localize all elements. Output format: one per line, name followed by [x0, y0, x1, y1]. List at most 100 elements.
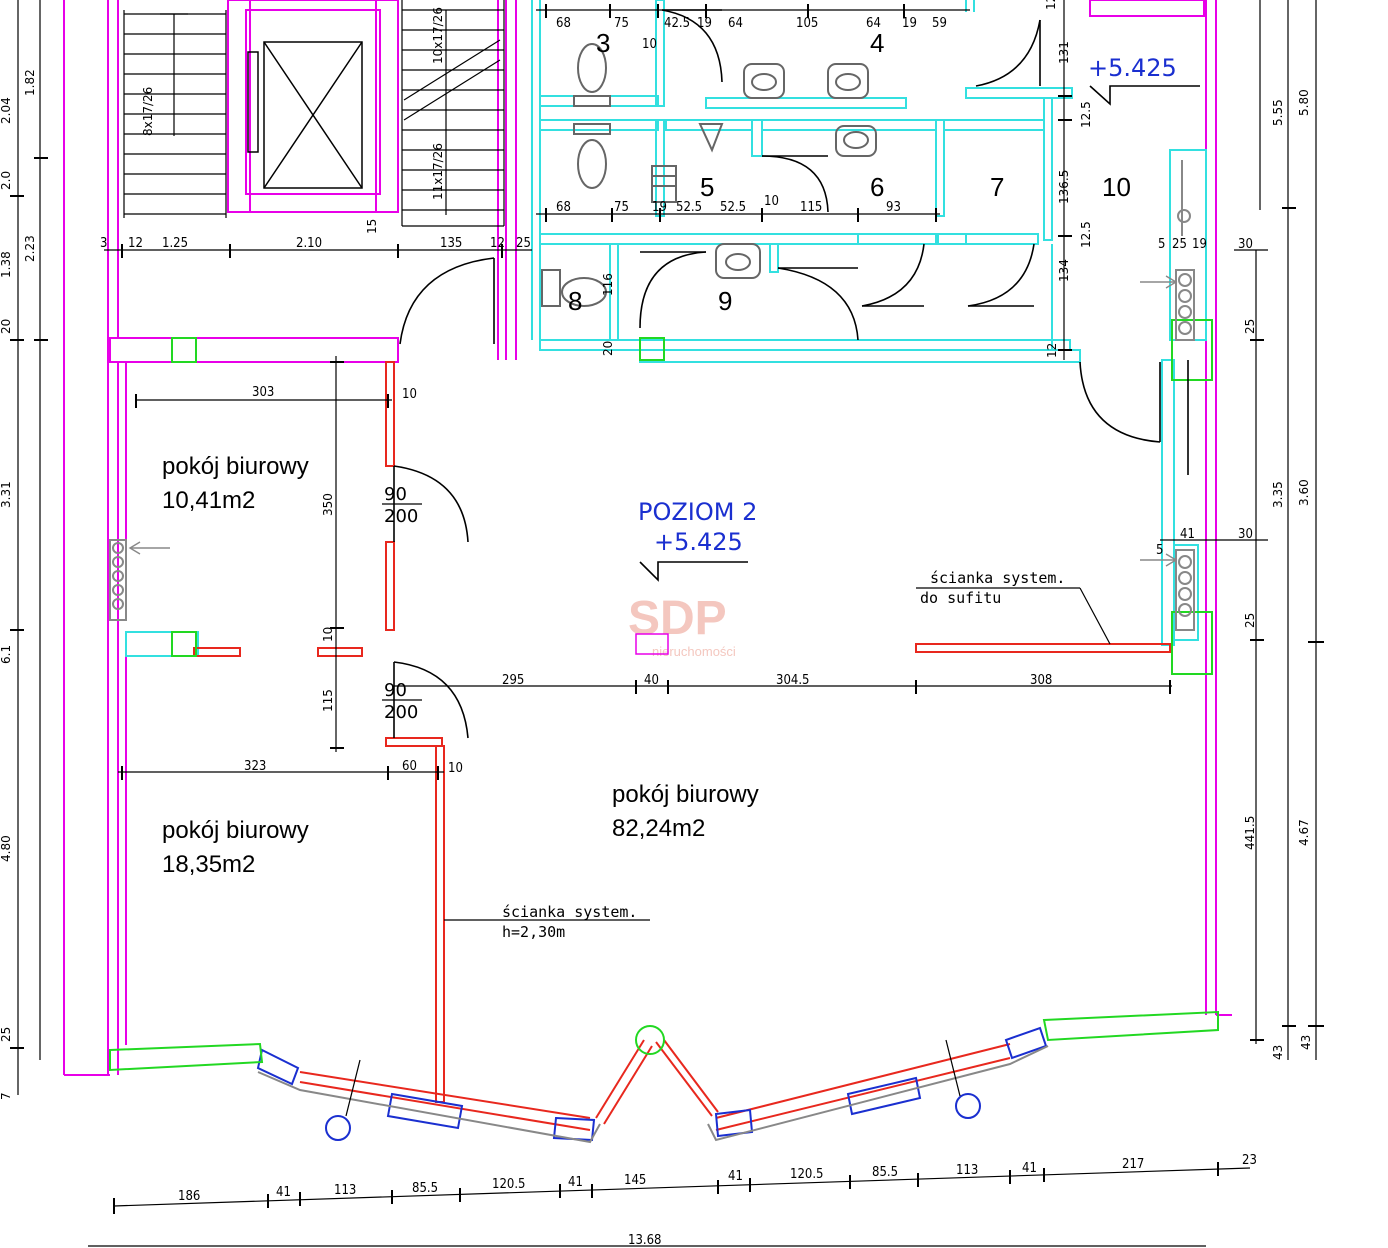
dims-left-side: 1.82 2.04 2.0 2.23 1.38 20 3.31 6.1 4.80… [0, 69, 37, 1100]
dim-text: 75 [614, 200, 629, 215]
walls-partition [125, 0, 1207, 657]
dim-text: 5.80 [1297, 89, 1311, 116]
watermark-brand: SDP [628, 592, 727, 645]
door-labels: 90 200 90 200 [382, 484, 422, 723]
note-partition-ceiling: do sufitu [920, 589, 1001, 607]
stair-labels: 8x17/26 10x17/26 11x17/26 15 [141, 7, 445, 234]
dim-text: 3.31 [0, 481, 13, 508]
dim-text: 217 [1122, 1157, 1144, 1172]
dim-text: 64 [728, 16, 743, 31]
dim-text: 43 [1271, 1045, 1285, 1060]
dim-text: 42.5 [664, 16, 690, 31]
dim-text: 186 [178, 1189, 200, 1204]
room-name: pokój biurowy [612, 781, 759, 808]
dim-text: 120.5 [790, 1167, 823, 1182]
dim-text: 68 [556, 200, 571, 215]
dim-text: 304.5 [776, 673, 809, 688]
dim-text: 105 [796, 16, 818, 31]
room-number: 5 [700, 172, 714, 202]
watermark: SDP nieruchomości [628, 592, 736, 659]
dim-text: 85.5 [412, 1181, 438, 1196]
dimension-ticks [10, 4, 1324, 1214]
dim-text: 30 [1238, 237, 1253, 252]
dim-text: 131 [1057, 41, 1071, 64]
dim-text: 3 [100, 236, 107, 251]
column-leaders [345, 1039, 961, 1117]
dim-text: 12 [490, 236, 505, 251]
dim-text: 75 [614, 16, 629, 31]
dim-text: 10 [764, 194, 779, 209]
room-number: 9 [718, 286, 732, 316]
sanitary-fixtures [541, 43, 877, 307]
dim-text: 60 [402, 759, 417, 774]
dim-text: 1.25 [162, 236, 188, 251]
dim-text: 115 [800, 200, 822, 215]
dim-text: 5 [1158, 237, 1165, 252]
room-area: 10,41m2 [162, 487, 255, 514]
dim-text: 5.55 [1271, 99, 1285, 126]
stair-flight-label: 10x17/26 [431, 7, 445, 64]
dim-text: 23 [1242, 1153, 1257, 1168]
dim-text: 30 [1238, 527, 1253, 542]
dim-text: 19 [652, 200, 667, 215]
facade-green [109, 319, 1219, 1072]
door-height: 200 [384, 506, 418, 527]
staircase [123, 0, 505, 227]
dim-text: 25 [516, 236, 531, 251]
dim-text: 25 [1243, 613, 1257, 628]
level-markers [639, 85, 1200, 582]
dim-text: 2.10 [296, 236, 322, 251]
dim-text: 20 [0, 319, 13, 334]
room-numbers: 3 4 5 6 7 8 9 10 [568, 28, 1131, 316]
note-partition-ceiling: ścianka system. [930, 569, 1065, 587]
dim-text: 116 [601, 273, 615, 296]
dim-text: 25 [1172, 237, 1187, 252]
dim-text: 145 [624, 1173, 646, 1188]
room-number: 7 [990, 172, 1004, 202]
dim-text: 4.67 [1297, 819, 1311, 846]
room-name: pokój biurowy [162, 817, 309, 844]
dim-text: 4.80 [0, 835, 13, 862]
dim-text: 6.1 [0, 645, 13, 664]
dim-text: 10 [321, 627, 335, 642]
dims-right-stack: 12 131 12.5 136.5 12.5 134 12 [1044, 0, 1093, 358]
dims-mid-row: 68 75 19 52.5 52.5 10 115 93 [556, 194, 901, 215]
dim-text: 64 [866, 16, 881, 31]
room-area: 18,35m2 [162, 851, 255, 878]
room-name: pokój biurowy [162, 453, 309, 480]
dim-text: 41 [276, 1185, 291, 1200]
dim-text: 41 [1180, 527, 1195, 542]
watermark-sub: nieruchomości [652, 644, 736, 659]
dim-text: 7 [0, 1092, 13, 1100]
dim-text: 135 [440, 236, 462, 251]
level-labels: +5.425 POZIOM 2 +5.425 [638, 54, 1177, 556]
dim-text: 41 [1022, 1161, 1037, 1176]
dim-text: 136.5 [1057, 170, 1071, 204]
dim-text: 12 [1045, 343, 1059, 358]
dim-text: 5 [1156, 543, 1163, 558]
room-number: 3 [596, 28, 610, 58]
room-number: 6 [870, 172, 884, 202]
dim-text: 20 [601, 341, 615, 356]
dim-text: 350 [321, 493, 335, 516]
dim-text: 303 [252, 385, 274, 400]
note-partition-height: h=2,30m [502, 923, 565, 941]
partition-notes: ścianka system. do sufitu ścianka system… [502, 569, 1065, 941]
dim-text: 52.5 [676, 200, 702, 215]
level-name: POZIOM 2 [638, 498, 757, 526]
level-elevation-top: +5.425 [1088, 54, 1177, 82]
room-number: 10 [1102, 172, 1131, 202]
dim-total: 13.68 [628, 1233, 661, 1248]
dim-text: 19 [697, 16, 712, 31]
dim-text: 19 [902, 16, 917, 31]
dim-text: 12 [1044, 0, 1058, 10]
window-sills [257, 1045, 1049, 1144]
dim-text: 41 [568, 1175, 583, 1190]
dim-text: 113 [956, 1163, 978, 1178]
dim-text: 2.23 [23, 235, 37, 262]
door-height: 200 [384, 702, 418, 723]
dim-text: 308 [1030, 673, 1052, 688]
dims-bottom-row: 186 41 113 85.5 120.5 41 145 41 120.5 85… [178, 1153, 1257, 1248]
dims-stair-row: 3 12 1.25 2.10 135 12 25 [100, 236, 531, 251]
